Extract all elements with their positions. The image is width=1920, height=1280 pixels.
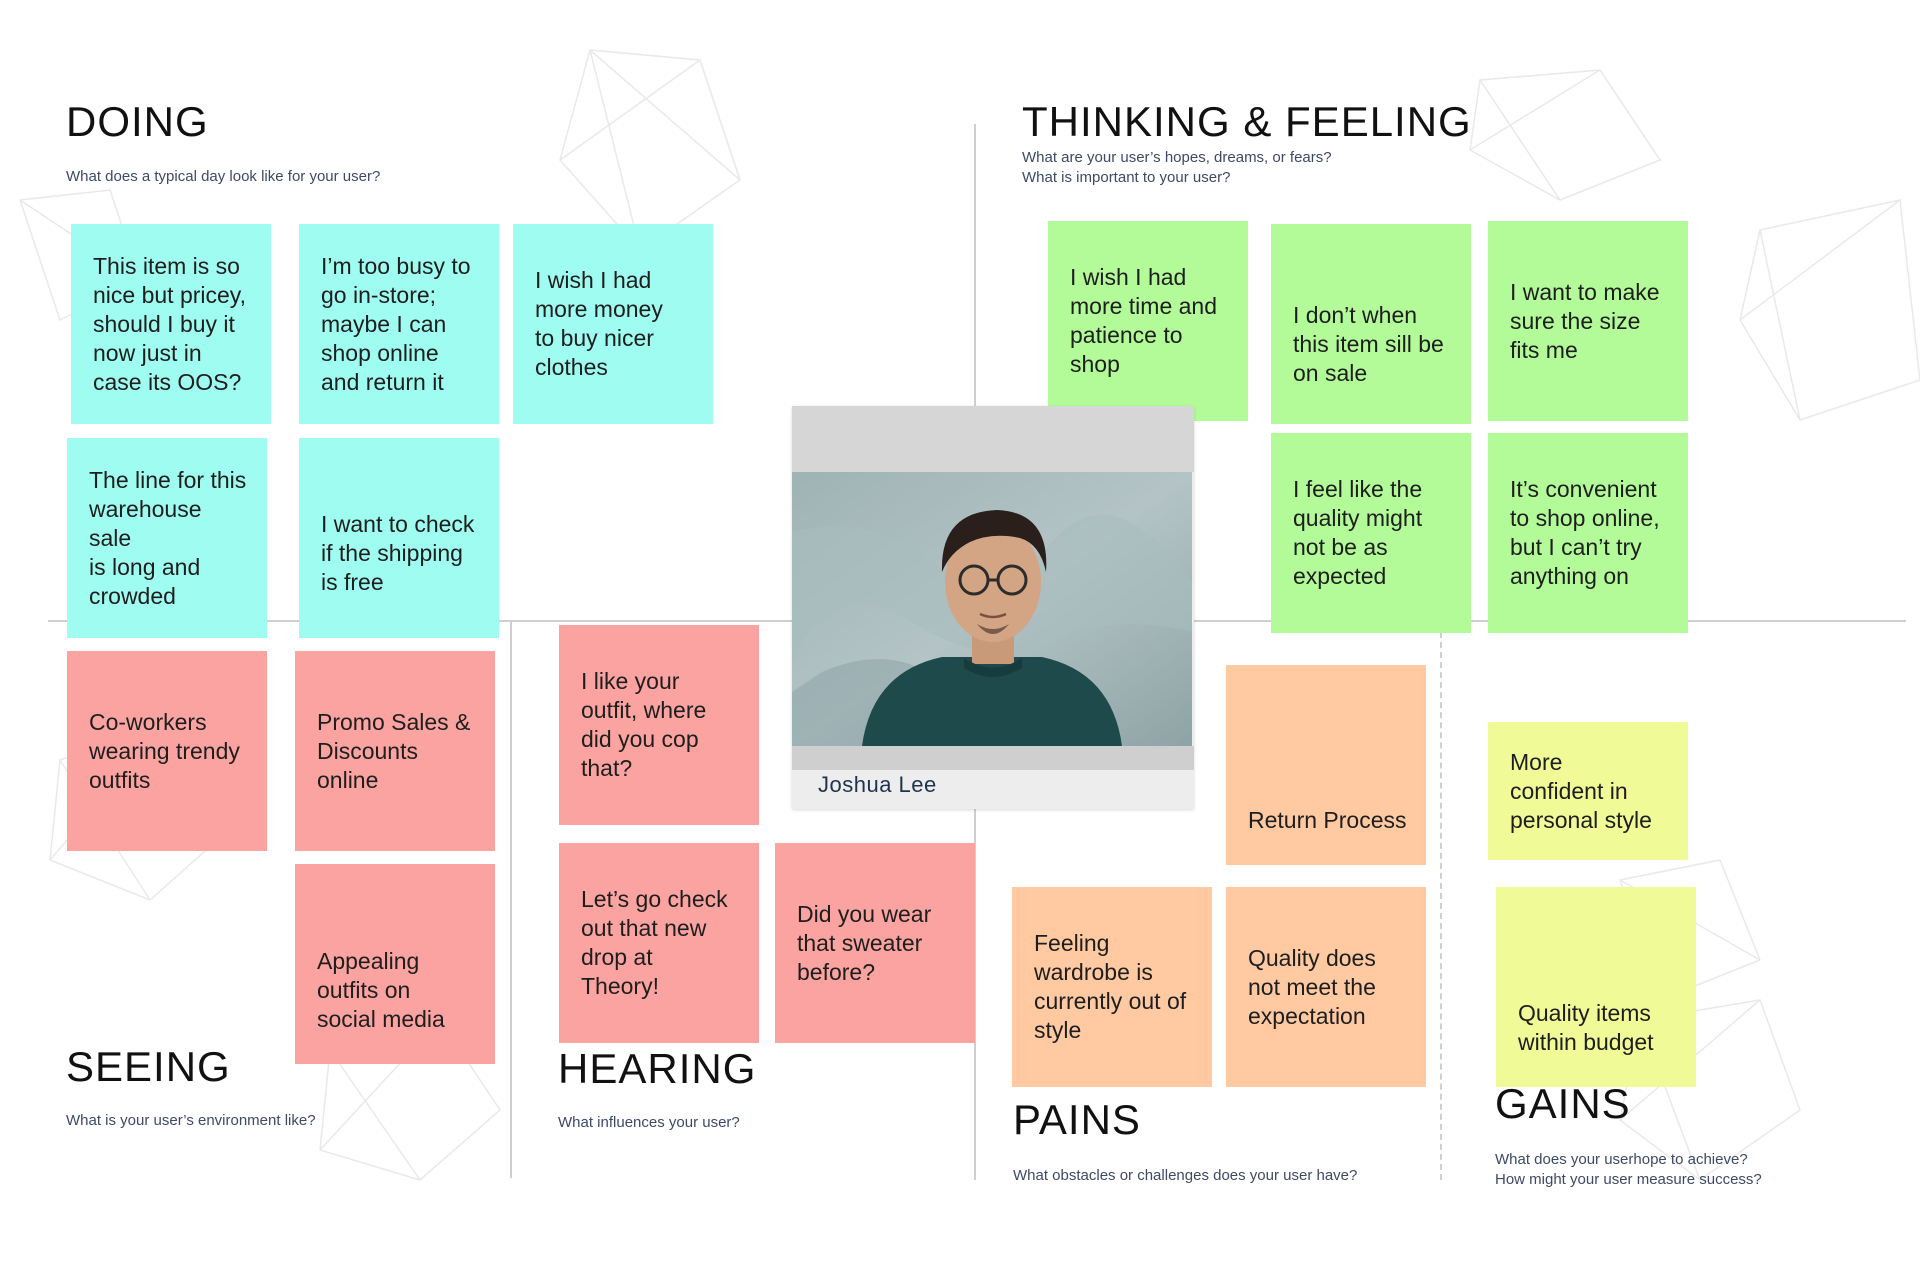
sticky-note-pains[interactable]: Quality does not meet the expectation	[1226, 887, 1426, 1087]
sticky-note-thinking[interactable]: I feel like the quality might not be as …	[1271, 433, 1471, 633]
sticky-note-thinking[interactable]: I wish I had more time and patience to s…	[1048, 221, 1248, 421]
seeing-title: SEEING	[66, 1043, 231, 1090]
gains-question: What does your userhope to achieve? How …	[1495, 1151, 1762, 1188]
note-text: I like your outfit, where did you cop th…	[581, 668, 707, 781]
sticky-note-seeing[interactable]: Appealing outfits on social media	[295, 864, 495, 1064]
sticky-note-thinking[interactable]: I don’t when this item sill be on sale	[1271, 224, 1471, 424]
sticky-note-doing[interactable]: The line for this warehouse sale is long…	[67, 438, 267, 638]
persona-photo	[792, 472, 1192, 746]
sticky-note-hearing[interactable]: I like your outfit, where did you cop th…	[559, 625, 759, 825]
sticky-note-hearing[interactable]: Let’s go check out that new drop at Theo…	[559, 843, 759, 1043]
sticky-note-seeing[interactable]: Promo Sales & Discounts online	[295, 651, 495, 851]
persona-card-divider-bar	[792, 746, 1194, 770]
note-text: Quality does not meet the expectation	[1248, 944, 1376, 1029]
note-text: It’s convenient to shop online, but I ca…	[1510, 476, 1660, 589]
sticky-note-doing[interactable]: I’m too busy to go in-store; maybe I can…	[299, 224, 499, 424]
note-text: Return Process	[1248, 807, 1407, 833]
seeing-question: What is your user’s environment like?	[66, 1112, 316, 1129]
note-text: Appealing outfits on social media	[317, 948, 445, 1032]
persona-portrait-illustration	[792, 472, 1192, 746]
note-text: More confident in personal style	[1510, 748, 1652, 833]
persona-name: Joshua Lee	[818, 772, 937, 797]
note-text: I feel like the quality might not be as …	[1293, 476, 1423, 589]
note-text: I want to make sure the size fits me	[1510, 278, 1660, 363]
sticky-note-thinking[interactable]: I want to make sure the size fits me	[1488, 221, 1688, 421]
sticky-note-gains[interactable]: More confident in personal style	[1488, 722, 1688, 860]
hearing-question: What influences your user?	[558, 1114, 740, 1131]
vertical-divider-pains-gains	[1440, 632, 1442, 1180]
persona-card[interactable]: Joshua Lee	[792, 406, 1194, 809]
sticky-note-thinking[interactable]: It’s convenient to shop online, but I ca…	[1488, 433, 1688, 633]
doing-question: What does a typical day look like for yo…	[66, 168, 381, 185]
note-text: I want to check if the shipping is free	[321, 510, 475, 595]
note-text: I don’t when this item sill be on sale	[1293, 301, 1444, 386]
thinking-feeling-question: What are your user’s hopes, dreams, or f…	[1022, 149, 1332, 186]
sticky-note-doing[interactable]: This item is so nice but pricey, should …	[71, 224, 271, 424]
sticky-note-pains[interactable]: Feeling wardrobe is currently out of sty…	[1012, 887, 1212, 1087]
pains-question: What obstacles or challenges does your u…	[1013, 1167, 1358, 1184]
sticky-note-doing[interactable]: I want to check if the shipping is free	[299, 438, 499, 638]
sticky-note-gains[interactable]: Quality items within budget	[1496, 887, 1696, 1087]
note-text: I’m too busy to go in-store; maybe I can…	[321, 252, 471, 395]
note-text: Promo Sales & Discounts online	[317, 708, 471, 793]
doing-title: DOING	[66, 98, 209, 145]
note-text: Quality items within budget	[1518, 1000, 1654, 1055]
pains-title: PAINS	[1013, 1096, 1141, 1143]
sticky-note-pains[interactable]: Return Process	[1226, 665, 1426, 865]
note-text: Did you wear that sweater before?	[797, 900, 932, 985]
thinking-feeling-title: THINKING & FEELING	[1022, 98, 1472, 145]
note-text: I wish I had more time and patience to s…	[1070, 264, 1218, 377]
vertical-divider-seeing-hearing	[510, 622, 512, 1178]
note-text: Co-workers wearing trendy outfits	[89, 708, 240, 793]
sticky-note-hearing[interactable]: Did you wear that sweater before?	[775, 843, 975, 1043]
note-text: I wish I had more money to buy nicer clo…	[535, 267, 663, 380]
sticky-note-doing[interactable]: I wish I had more money to buy nicer clo…	[513, 224, 713, 424]
note-text: The line for this warehouse sale is long…	[89, 466, 247, 609]
note-text: Let’s go check out that new drop at Theo…	[581, 886, 728, 999]
note-text: This item is so nice but pricey, should …	[93, 252, 246, 395]
note-text: Feeling wardrobe is currently out of sty…	[1034, 930, 1187, 1043]
hearing-title: HEARING	[558, 1045, 757, 1092]
sticky-note-seeing[interactable]: Co-workers wearing trendy outfits	[67, 651, 267, 851]
gains-title: GAINS	[1495, 1080, 1631, 1127]
persona-card-header-bar	[792, 406, 1194, 472]
